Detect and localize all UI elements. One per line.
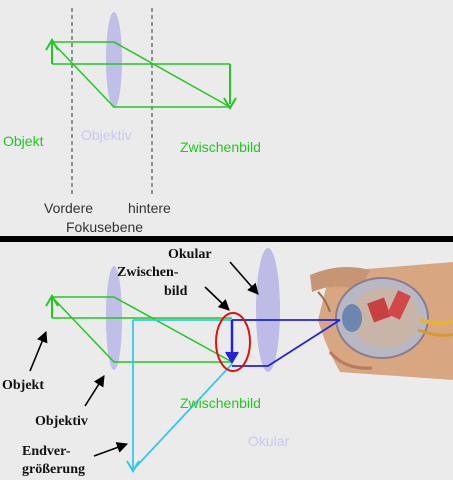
final-image-label-line1: Endver- [22,444,71,459]
intermediate-highlight-ring [215,312,251,372]
intermediate-arrowhead-top [223,97,237,110]
eyepiece-faint-label: Okular [248,433,290,449]
virtual-ray-2 [132,363,233,471]
intermediate-label-line2: bild [164,284,188,299]
pointer-objective [84,375,105,407]
front-focal-label: Vordere [44,200,93,216]
final-image-label-line2: größerung [22,462,85,477]
ray-parallel-top [52,41,231,108]
eye-illustration [310,262,453,380]
panel-divider [0,236,453,242]
pointer-eyepiece [229,261,259,295]
pointer-intermediate [204,286,230,311]
eyepiece-label: Okular [168,247,212,262]
top-panel: Objekt Objektiv Zwischenbild Vordere hin… [3,8,261,235]
object-label-bottom: Objekt [2,378,44,393]
ray-focal-bottom [51,296,232,363]
intermediate-arrowhead-bottom [225,351,239,364]
eyepiece-lens [256,248,280,372]
intermediate-green-label: Zwischenbild [180,395,261,411]
pointer-final-image [93,442,129,457]
objective-lens-top [106,12,122,108]
ray-focal-top [51,41,230,108]
focal-plane-label: Fokusebene [66,219,143,235]
intermediate-label-top: Zwischenbild [180,139,261,155]
ray-parallel-bottom [52,296,233,363]
objective-label-top: Objektiv [81,127,132,143]
bottom-panel: Okular Zwischen- bild Objekt Objektiv En… [2,247,453,477]
blue-ray-bottom [232,319,341,367]
objective-label-bottom: Objektiv [35,414,88,429]
rear-focal-label: hintere [128,200,171,216]
pointer-object [29,330,48,372]
object-arrowhead-bottom [45,294,59,307]
final-image-arrowhead [126,460,140,473]
object-label-top: Objekt [3,133,44,149]
intermediate-label-line1: Zwischen- [117,265,179,280]
